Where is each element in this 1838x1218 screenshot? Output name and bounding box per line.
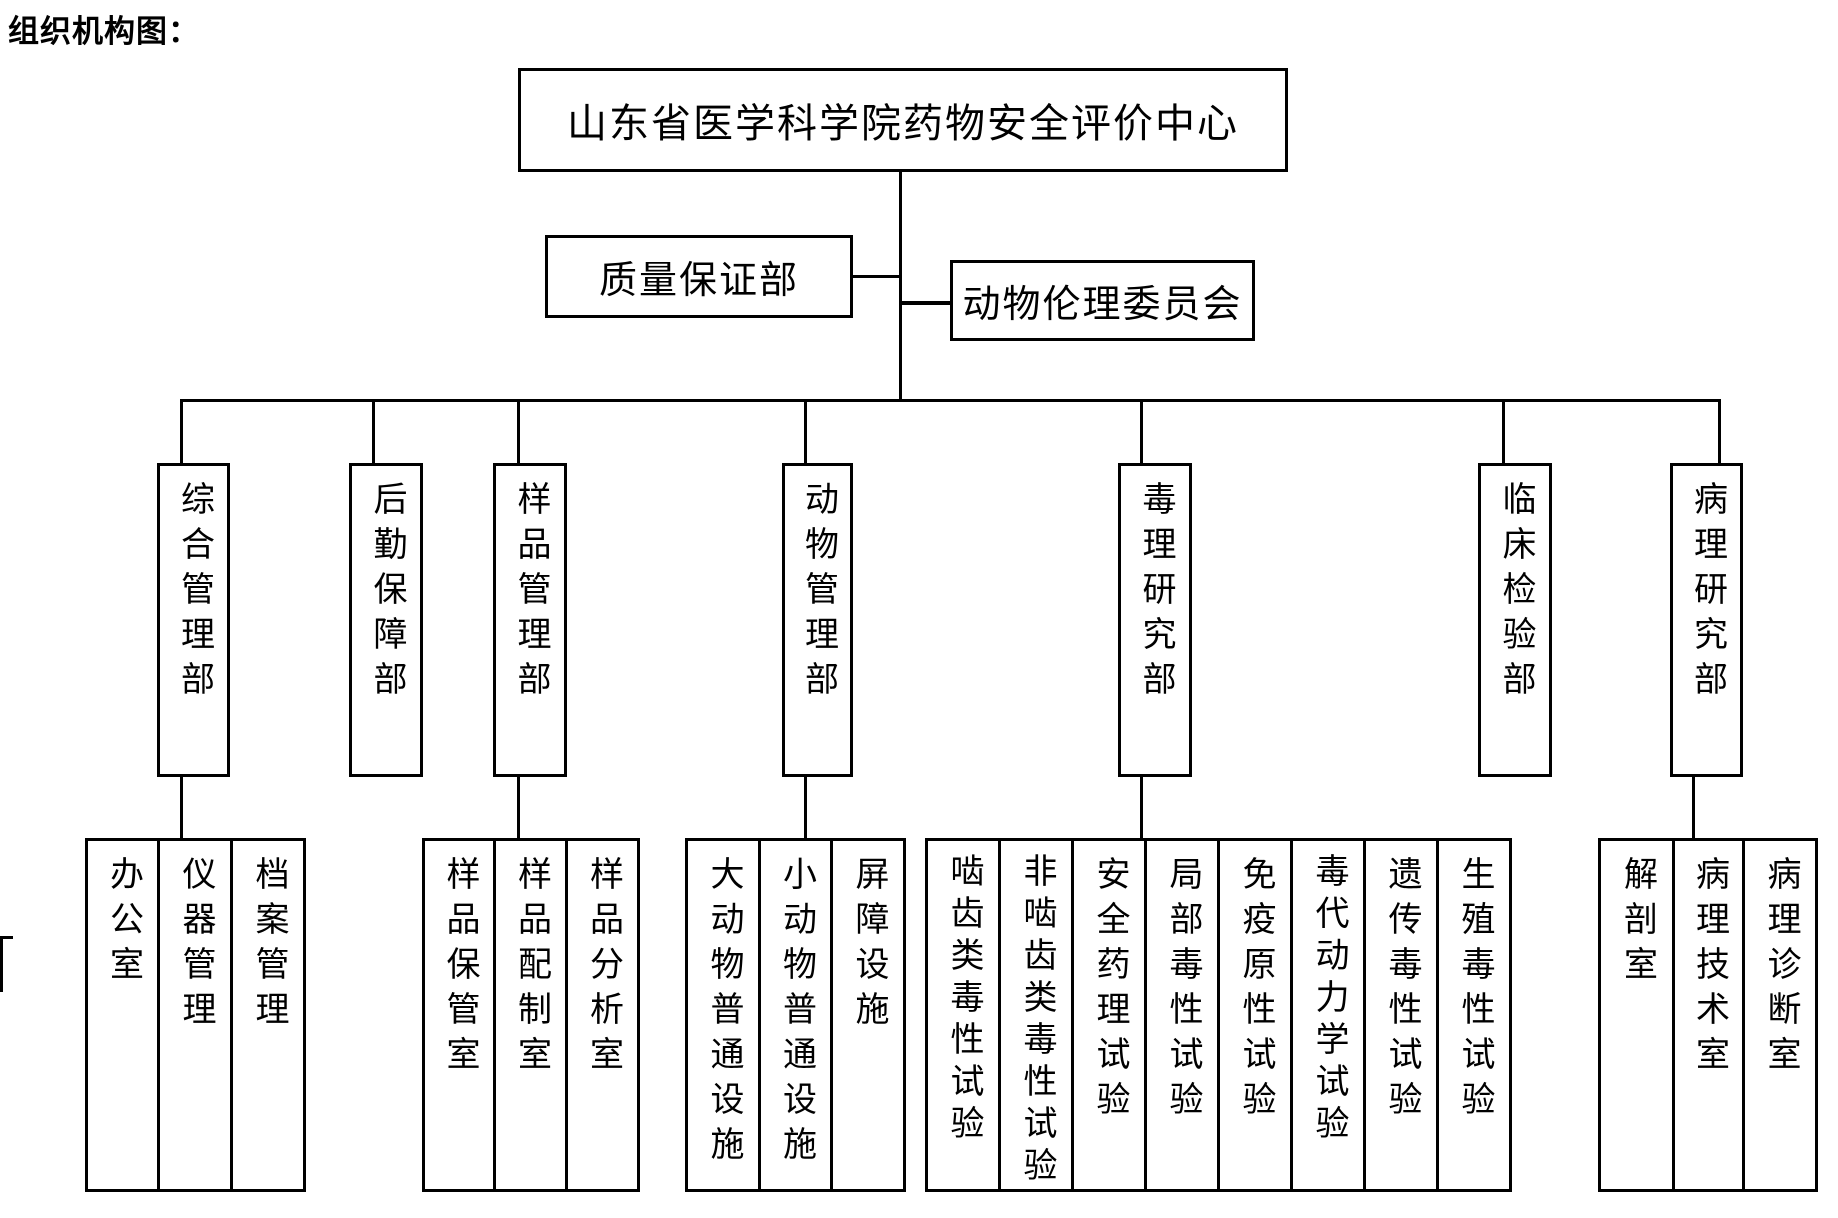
office-label: 安全药理试验 xyxy=(1091,856,1128,1126)
office-box-yangpin-peizhi: 样品配制室 xyxy=(493,838,568,1192)
dept-label: 样品管理部 xyxy=(512,481,549,706)
dept-box-houqin-baozhang: 后勤保障部 xyxy=(349,463,423,777)
office-label: 屏障设施 xyxy=(850,856,887,1036)
office-box-bingli-zhenduan: 病理诊断室 xyxy=(1742,838,1818,1192)
office-label: 档案管理 xyxy=(250,856,287,1036)
office-label: 啮齿类毒性试验 xyxy=(945,853,982,1147)
office-box-dudai-donglixue: 毒代动力学试验 xyxy=(1290,838,1366,1192)
office-label: 非啮齿类毒性试验 xyxy=(1018,853,1055,1189)
root-org-label: 山东省医学科学院药物安全评价中心 xyxy=(567,101,1239,146)
office-label: 样品分析室 xyxy=(584,856,622,1081)
office-box-yangpin-fenxi: 样品分析室 xyxy=(565,838,640,1192)
office-label: 办公室 xyxy=(104,856,142,991)
office-box-jiepoushi: 解剖室 xyxy=(1598,838,1675,1192)
drop-line-2 xyxy=(372,400,375,463)
office-label: 毒代动力学试验 xyxy=(1310,853,1347,1147)
office-box-feiniechilei-duxing: 非啮齿类毒性试验 xyxy=(998,838,1074,1192)
office-box-jubu-duxing: 局部毒性试验 xyxy=(1144,838,1220,1192)
drop-line-7 xyxy=(1718,400,1721,463)
quality-assurance-connector xyxy=(853,275,900,278)
dept-child-connector-1 xyxy=(180,777,183,838)
quality-assurance-box: 质量保证部 xyxy=(545,235,853,318)
stray-mark xyxy=(0,936,13,992)
dept-label: 综合管理部 xyxy=(175,481,213,706)
dept-label: 动物管理部 xyxy=(799,481,837,706)
office-box-anquan-yaoli: 安全药理试验 xyxy=(1071,838,1147,1192)
office-label: 解剖室 xyxy=(1618,856,1656,991)
drop-line-1 xyxy=(180,400,183,463)
office-box-yangpin-baoguan: 样品保管室 xyxy=(422,838,496,1192)
dept-label: 病理研究部 xyxy=(1688,481,1726,706)
office-box-bingli-jishu: 病理技术室 xyxy=(1672,838,1745,1192)
office-box-shengzhi-duxing: 生殖毒性试验 xyxy=(1436,838,1512,1192)
office-box-dadongwu-sheshi: 大动物普通设施 xyxy=(685,838,761,1192)
drop-line-3 xyxy=(517,400,520,463)
office-box-dangan-guanli: 档案管理 xyxy=(230,838,306,1192)
ethics-committee-box: 动物伦理委员会 xyxy=(950,260,1255,341)
office-label: 仪器管理 xyxy=(177,856,214,1036)
ethics-committee-label: 动物伦理委员会 xyxy=(962,284,1243,326)
office-label: 小动物普通设施 xyxy=(777,856,815,1171)
dept-box-dongwu-guanli: 动物管理部 xyxy=(782,463,853,777)
trunk-line xyxy=(899,172,902,402)
dept-box-duli-yanjiu: 毒理研究部 xyxy=(1118,463,1192,777)
dept-child-connector-7 xyxy=(1692,777,1695,838)
dept-label: 毒理研究部 xyxy=(1137,481,1174,706)
root-org-box: 山东省医学科学院药物安全评价中心 xyxy=(518,68,1288,172)
dept-child-connector-5 xyxy=(1140,777,1143,838)
office-box-xiaodongwu-sheshi: 小动物普通设施 xyxy=(758,838,833,1192)
drop-line-5 xyxy=(1140,400,1143,463)
page-title: 组织机构图： xyxy=(8,14,200,49)
office-label: 病理技术室 xyxy=(1690,856,1728,1081)
dept-box-yangpin-guanli: 样品管理部 xyxy=(493,463,567,777)
office-label: 生殖毒性试验 xyxy=(1456,856,1493,1126)
drop-line-4 xyxy=(804,400,807,463)
dept-label: 后勤保障部 xyxy=(368,481,405,706)
dept-child-connector-4 xyxy=(804,777,807,838)
quality-assurance-label: 质量保证部 xyxy=(598,260,799,302)
distribution-line xyxy=(180,399,1721,402)
office-label: 样品保管室 xyxy=(441,856,478,1081)
dept-label: 临床检验部 xyxy=(1497,481,1534,706)
office-box-niechilei-duxing: 啮齿类毒性试验 xyxy=(925,838,1001,1192)
office-label: 遗传毒性试验 xyxy=(1383,856,1420,1126)
office-box-mianyi-yuanxing: 免疫原性试验 xyxy=(1217,838,1293,1192)
office-label: 样品配制室 xyxy=(512,856,550,1081)
dept-child-connector-3 xyxy=(517,777,520,838)
drop-line-6 xyxy=(1502,400,1505,463)
office-box-yiqi-guanli: 仪器管理 xyxy=(157,838,233,1192)
office-label: 免疫原性试验 xyxy=(1237,856,1274,1126)
office-box-yichuan-duxing: 遗传毒性试验 xyxy=(1363,838,1439,1192)
office-box-bangongshi: 办公室 xyxy=(85,838,160,1192)
office-label: 病理诊断室 xyxy=(1762,856,1799,1081)
dept-box-bingli-yanjiu: 病理研究部 xyxy=(1670,463,1743,777)
office-label: 局部毒性试验 xyxy=(1164,856,1201,1126)
dept-box-zonghe-guanli: 综合管理部 xyxy=(157,463,230,777)
ethics-committee-connector xyxy=(902,301,950,305)
dept-box-linchuang-jianyan: 临床检验部 xyxy=(1478,463,1552,777)
office-label: 大动物普通设施 xyxy=(705,856,742,1171)
office-box-pingzhang-sheshi: 屏障设施 xyxy=(830,838,906,1192)
